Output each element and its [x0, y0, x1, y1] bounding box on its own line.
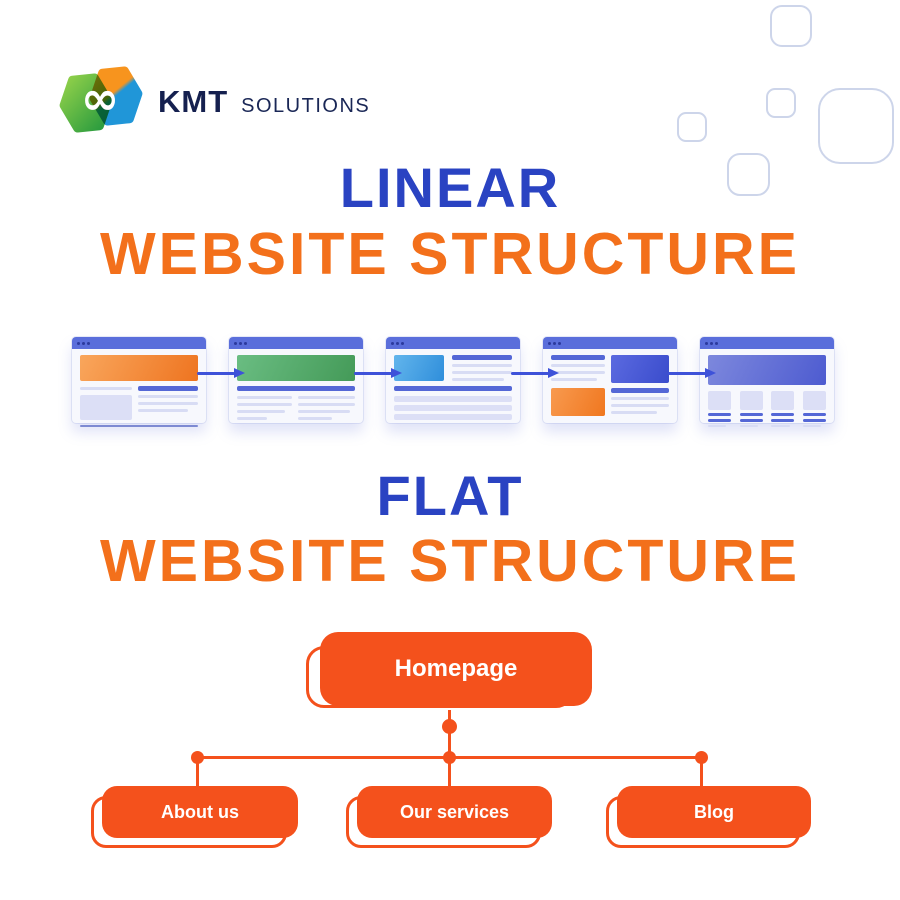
- tree-connector-drop-right: [700, 758, 703, 788]
- window-titlebar: [386, 337, 520, 349]
- window-titlebar: [72, 337, 206, 349]
- browser-window-3: [386, 337, 520, 423]
- window-dots-icon: [234, 341, 237, 345]
- our-services-node: Our services: [357, 786, 552, 838]
- decor-square: [818, 88, 894, 164]
- infinity-loop-hexagons-icon: ∞: [56, 62, 144, 141]
- window-titlebar: [543, 337, 677, 349]
- right-arrow-icon: [668, 368, 716, 378]
- tree-junction-dot: [442, 719, 457, 734]
- about-us-node: About us: [102, 786, 298, 838]
- browser-window-1: [72, 337, 206, 427]
- window-dots-icon: [548, 341, 551, 345]
- flat-title-line2: WEBSITE STRUCTURE: [100, 528, 800, 594]
- window-titlebar: [229, 337, 363, 349]
- tree-connector-root-drop: [448, 710, 451, 758]
- brand-logo: ∞ KMT SOLUTIONS: [56, 62, 370, 141]
- blog-node-label: Blog: [694, 801, 734, 822]
- browser-window-4: [543, 337, 677, 423]
- right-arrow-icon: [354, 368, 402, 378]
- brand-suffix: SOLUTIONS: [241, 94, 371, 117]
- homepage-node-label: Homepage: [394, 655, 518, 682]
- tree-connector-drop-left: [196, 758, 199, 788]
- right-arrow-icon: [197, 368, 245, 378]
- brand-name: KMT: [158, 83, 229, 119]
- tree-junction-dot: [443, 751, 456, 764]
- linear-title-line2: WEBSITE STRUCTURE: [100, 221, 800, 287]
- tree-junction-dot: [695, 751, 708, 764]
- svg-text:∞: ∞: [81, 71, 119, 125]
- blog-node: Blog: [617, 786, 811, 838]
- browser-window-2: [229, 337, 363, 423]
- tree-connector-drop-center: [448, 758, 451, 788]
- about-us-node-label: About us: [161, 801, 239, 822]
- flat-title-line1: FLAT: [376, 464, 524, 527]
- decor-square: [677, 112, 707, 142]
- decor-square: [727, 153, 770, 196]
- linear-title-line1: LINEAR: [339, 156, 561, 219]
- decor-square: [770, 5, 812, 47]
- window-dots-icon: [391, 341, 394, 345]
- our-services-node-label: Our services: [399, 801, 510, 822]
- right-arrow-icon: [511, 368, 559, 378]
- window-dots-icon: [77, 341, 80, 345]
- window-dots-icon: [705, 341, 708, 345]
- tree-junction-dot: [191, 751, 204, 764]
- decor-square: [766, 88, 796, 118]
- homepage-node: Homepage: [320, 632, 592, 706]
- window-titlebar: [700, 337, 834, 349]
- browser-window-5: [700, 337, 834, 427]
